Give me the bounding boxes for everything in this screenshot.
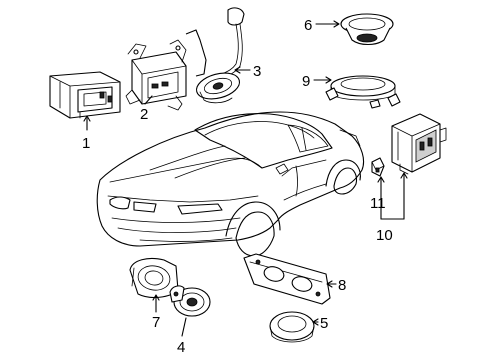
callout-8: 8 (338, 277, 346, 294)
car-illustration (96, 111, 365, 257)
callout-3: 3 (253, 63, 261, 80)
part-2-control-module (125, 39, 187, 111)
part-8-rear-speaker-panel (243, 253, 331, 305)
callout-11: 11 (370, 195, 386, 212)
callout-10: 10 (376, 227, 393, 244)
part-11-connector (371, 157, 385, 177)
part-4-speaker (169, 285, 211, 317)
callout-1: 1 (82, 135, 90, 152)
callout-4: 4 (177, 339, 185, 356)
part-7-speaker-housing (129, 257, 179, 299)
leader-lines (83, 20, 408, 337)
callout-labels: 1 2 3 4 5 6 7 8 9 10 11 (82, 17, 393, 356)
callout-2: 2 (140, 106, 148, 123)
part-3-tweeter-speaker (185, 7, 245, 104)
callout-9: 9 (302, 73, 310, 90)
part-6-speaker (340, 13, 394, 46)
callout-7: 7 (152, 314, 160, 331)
callout-5: 5 (320, 315, 328, 332)
callout-6: 6 (304, 17, 312, 34)
part-9-speaker-adapter (325, 75, 401, 109)
part-1-radio-bracket (49, 71, 121, 119)
part-10-amplifier (391, 113, 447, 175)
part-5-speaker (269, 311, 315, 343)
